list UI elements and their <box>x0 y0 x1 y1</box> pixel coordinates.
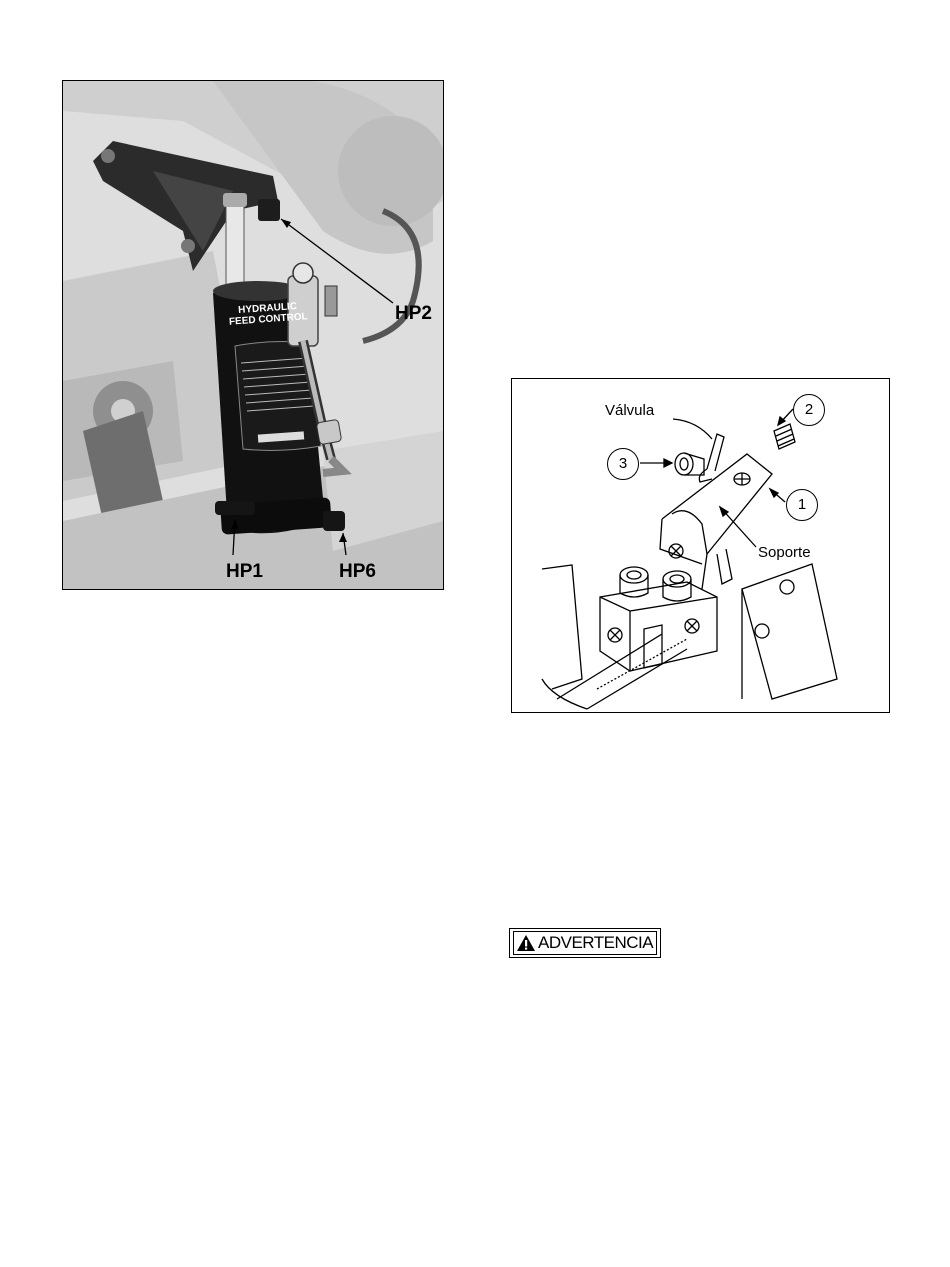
label-valve: Válvula <box>605 402 654 419</box>
warning-triangle-icon <box>516 934 536 952</box>
valve-bracket-diagram: Válvula Soporte 2 3 1 <box>511 378 890 713</box>
photo-illustration <box>63 81 443 589</box>
label-hp2: HP2 <box>395 303 432 325</box>
callout-number-1: 1 <box>786 489 818 521</box>
callout-number-2: 2 <box>793 394 825 426</box>
callout-number-3: 3 <box>607 448 639 480</box>
warning-text: ADVERTENCIA <box>538 933 653 953</box>
hydraulic-cylinder-photo: HYDRAULIC FEED CONTROL HP2 HP1 HP6 <box>62 80 444 590</box>
diagram-illustration <box>512 379 889 712</box>
warning-badge: ADVERTENCIA <box>509 928 661 958</box>
label-hp6: HP6 <box>339 561 376 583</box>
label-bracket: Soporte <box>758 544 811 561</box>
warning-badge-inner: ADVERTENCIA <box>513 931 657 955</box>
label-hp1: HP1 <box>226 561 263 583</box>
